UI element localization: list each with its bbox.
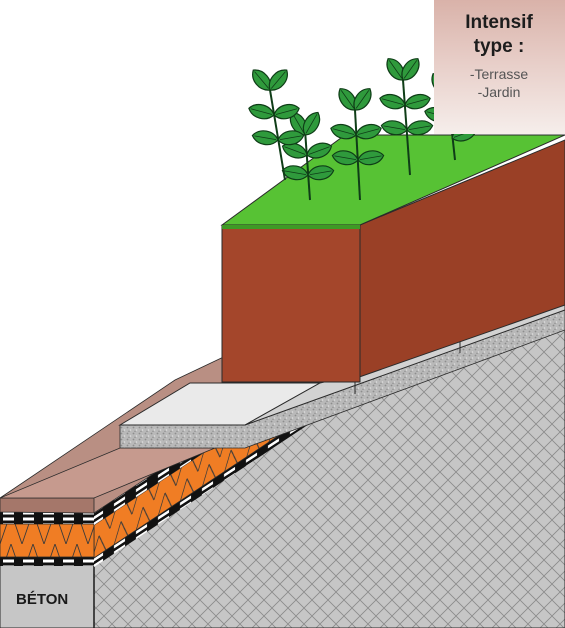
label-item-terrasse: -Terrasse — [469, 66, 529, 82]
plant-leaf-icon — [279, 108, 336, 201]
concrete-label: BÉTON — [16, 591, 69, 608]
plant-leaf-icon — [328, 84, 386, 201]
plant-leaf-icon — [246, 65, 306, 181]
label-title-line1: Intensif — [465, 12, 533, 33]
type-label-box — [434, 0, 565, 134]
plant-leaf-icon — [377, 54, 435, 176]
soil-block — [221, 139, 565, 383]
label-item-jardin: -Jardin — [477, 84, 521, 100]
vegetation-layer — [220, 134, 565, 229]
label-title-line2: type : — [473, 36, 525, 57]
